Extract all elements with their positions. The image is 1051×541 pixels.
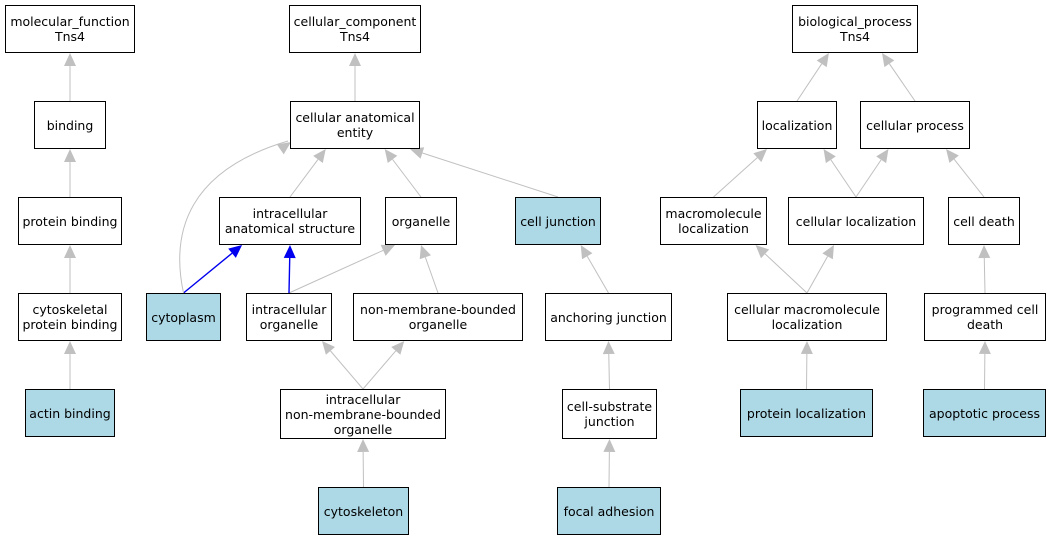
- node-programmed-cell-death[interactable]: programmed cell death: [924, 293, 1046, 341]
- edge-cell-junction-to-cellular-anatomical-entity: [422, 152, 559, 198]
- edge-apoptotic-process-to-programmed-cell-death-arrowhead: [978, 341, 991, 355]
- node-macromolecule-localization[interactable]: macromolecule localization: [660, 197, 767, 245]
- node-cytoskeleton[interactable]: cytoskeleton: [318, 487, 409, 535]
- edge-anchoring-junction-to-cell-junction: [586, 256, 609, 294]
- node-cellular-process[interactable]: cellular process: [860, 101, 970, 149]
- node-localization[interactable]: localization: [757, 101, 837, 149]
- edge-cellular-localization-to-localization-arrowhead: [823, 149, 836, 164]
- node-anchoring-junction[interactable]: anchoring junction: [545, 293, 672, 341]
- edge-organelle-to-cellular-anatomical-entity-arrowhead: [384, 149, 398, 163]
- node-focal-adhesion[interactable]: focal adhesion: [557, 487, 661, 535]
- edge-cytoskeleton-to-intracellular-nmbo-arrowhead: [357, 439, 370, 453]
- edge-programmed-cell-death-to-cell-death-arrowhead: [978, 245, 991, 259]
- edge-cytoplasm-to-intracellular-anatomical-structure-arrowhead: [228, 245, 243, 258]
- edge-cell-death-to-cellular-process-arrowhead: [946, 149, 959, 163]
- node-cellular-anatomical-entity[interactable]: cellular anatomical entity: [290, 101, 420, 149]
- node-cytoskeletal-protein-binding[interactable]: cytoskeletal protein binding: [18, 293, 122, 341]
- edge-intracellular-organelle-to-intracellular-anatomical-structure: [288, 257, 291, 294]
- node-cell-death[interactable]: cell death: [948, 197, 1020, 245]
- edge-cellular-macromolecule-localization-to-cellular-localization-arrowhead: [822, 245, 834, 260]
- node-intracellular-anatomical-structure[interactable]: intracellular anatomical structure: [219, 197, 361, 245]
- edge-protein-localization-to-cellular-macromolecule-localization-arrowhead: [800, 341, 813, 355]
- edge-intracellular-organelle-to-intracellular-anatomical-structure-arrowhead: [283, 245, 296, 259]
- edge-intracellular-organelle-to-organelle: [288, 249, 384, 294]
- edge-localization-to-bp-root: [796, 63, 823, 102]
- edge-cellular-macromolecule-localization-to-macromolecule-localization: [764, 253, 808, 294]
- edge-cell-junction-to-cellular-anatomical-entity-arrowhead: [410, 147, 425, 159]
- node-non-membrane-bounded-organelle[interactable]: non-membrane-bounded organelle: [353, 293, 523, 341]
- node-apoptotic-process[interactable]: apoptotic process: [923, 389, 1046, 437]
- edge-cellular-process-to-bp-root-arrowhead: [882, 53, 895, 68]
- edge-macromolecule-localization-to-localization: [713, 157, 758, 198]
- edge-intracellular-anatomical-structure-to-cellular-anatomical-entity: [289, 159, 319, 198]
- edge-cell-substrate-junction-to-anchoring-junction: [608, 353, 610, 390]
- edge-intracellular-organelle-to-organelle-arrowhead: [380, 244, 395, 256]
- node-protein-binding[interactable]: protein binding: [18, 197, 122, 245]
- edge-cytoplasm-to-cellular-anatomical-entity: [179, 140, 289, 294]
- edge-non-membrane-bounded-organelle-to-organelle-arrowhead: [419, 245, 431, 260]
- edge-focal-adhesion-to-cell-substrate-junction-arrowhead: [603, 439, 616, 453]
- edge-cell-substrate-junction-to-anchoring-junction-arrowhead: [602, 341, 615, 355]
- edge-intracellular-nmbo-to-intracellular-organelle: [330, 350, 364, 390]
- edge-programmed-cell-death-to-cell-death: [983, 257, 986, 294]
- node-cellular-macromolecule-localization[interactable]: cellular macromolecule localization: [727, 293, 887, 341]
- edge-cellular-anatomical-entity-to-cc-root-arrowhead: [349, 53, 361, 66]
- edge-intracellular-nmbo-to-non-membrane-bounded-organelle: [362, 350, 397, 390]
- edge-cytoskeletal-protein-binding-to-protein-binding-arrowhead: [64, 245, 76, 258]
- node-intracellular-organelle[interactable]: intracellular organelle: [246, 293, 332, 341]
- edge-localization-to-bp-root-arrowhead: [816, 53, 829, 68]
- edge-intracellular-anatomical-structure-to-cellular-anatomical-entity-arrowhead: [313, 149, 326, 164]
- edge-cellular-localization-to-cellular-process-arrowhead: [876, 149, 889, 164]
- node-cc-root[interactable]: cellular_component Tns4: [289, 5, 421, 53]
- node-binding[interactable]: binding: [34, 101, 106, 149]
- node-mf-root[interactable]: molecular_function Tns4: [5, 5, 135, 53]
- edge-cellular-localization-to-cellular-process: [855, 159, 882, 198]
- edge-non-membrane-bounded-organelle-to-organelle: [424, 257, 439, 294]
- edge-macromolecule-localization-to-localization-arrowhead: [753, 149, 767, 163]
- node-intracellular-nmbo[interactable]: intracellular non-membrane-bounded organ…: [280, 389, 446, 439]
- edge-binding-to-mf-root-arrowhead: [64, 53, 76, 66]
- edge-anchoring-junction-to-cell-junction-arrowhead: [580, 245, 593, 260]
- node-actin-binding[interactable]: actin binding: [25, 389, 115, 437]
- edge-organelle-to-cellular-anatomical-entity: [392, 159, 422, 198]
- edge-cellular-localization-to-localization: [830, 159, 857, 198]
- node-cell-substrate-junction[interactable]: cell-substrate junction: [562, 389, 657, 439]
- edge-protein-binding-to-binding-arrowhead: [64, 149, 76, 162]
- node-organelle[interactable]: organelle: [385, 197, 457, 245]
- edge-intracellular-nmbo-to-non-membrane-bounded-organelle-arrowhead: [391, 341, 405, 355]
- node-cellular-localization[interactable]: cellular localization: [788, 197, 924, 245]
- edge-cellular-process-to-bp-root: [888, 63, 916, 102]
- node-cell-junction[interactable]: cell junction: [515, 197, 601, 245]
- edge-cytoplasm-to-intracellular-anatomical-structure: [183, 252, 233, 294]
- edge-cytoplasm-to-cellular-anatomical-entity-arrowhead: [276, 142, 291, 155]
- edge-actin-binding-to-cytoskeletal-protein-binding-arrowhead: [64, 341, 76, 354]
- node-cytoplasm[interactable]: cytoplasm: [146, 293, 221, 341]
- node-protein-localization[interactable]: protein localization: [740, 389, 873, 437]
- edge-intracellular-nmbo-to-intracellular-organelle-arrowhead: [322, 341, 336, 355]
- node-bp-root[interactable]: biological_process Tns4: [792, 5, 918, 53]
- edge-cellular-macromolecule-localization-to-cellular-localization: [806, 256, 829, 294]
- edge-cell-death-to-cellular-process: [953, 158, 985, 198]
- edge-cellular-macromolecule-localization-to-macromolecule-localization-arrowhead: [755, 245, 770, 259]
